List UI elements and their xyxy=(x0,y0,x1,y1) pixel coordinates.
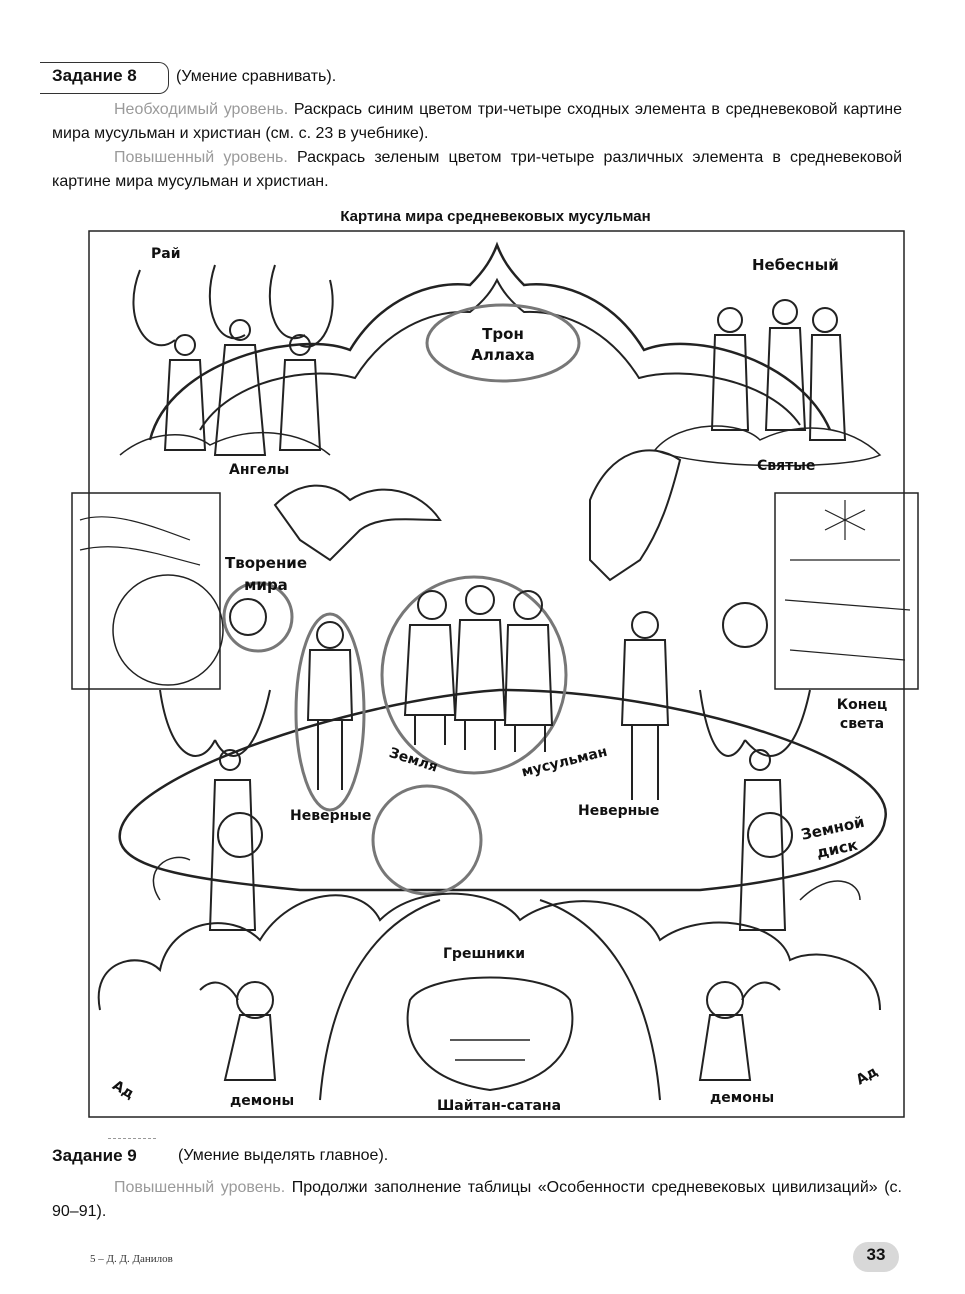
task8-advanced: Повышенный уровень. Раскрась зеленым цве… xyxy=(52,146,902,194)
demon-left xyxy=(199,981,277,1081)
muslim-figures xyxy=(380,575,568,775)
earth-disk xyxy=(118,688,887,892)
label-throne: Трон Аллаха xyxy=(463,324,543,366)
angels-group xyxy=(119,264,334,456)
page-number-badge xyxy=(853,1242,899,1272)
advanced-instruction: Раскрась зеленым цветом три-четыре разли… xyxy=(52,149,903,190)
label-shaitan: Шайтан-сатана xyxy=(437,1098,562,1114)
required-instruction: Раскрась синим цветом три-четыре сходных… xyxy=(52,101,903,142)
label-infidels-right: Неверные xyxy=(578,803,660,819)
task8-skill: (Умение сравнивать). xyxy=(176,68,337,85)
shaitan-figure xyxy=(319,899,661,1101)
creation-inset xyxy=(71,492,221,690)
saints-group xyxy=(653,299,882,467)
task9-level-label: Повышенный уровень. xyxy=(114,1179,286,1196)
label-saints: Святые xyxy=(757,458,816,474)
task8-heading-box xyxy=(40,62,169,94)
end-of-world-inset xyxy=(774,492,919,690)
label-throne-line1: Трон xyxy=(482,325,524,343)
label-creation-line1: Творение xyxy=(225,554,307,572)
advanced-level-label: Повышенный уровень. xyxy=(114,149,288,166)
required-level-label: Необходимый уровень. xyxy=(114,101,289,118)
task9-skill: (Умение выделять главное). xyxy=(178,1147,389,1164)
crescent-circle xyxy=(222,581,294,653)
label-heavenly: Небесный xyxy=(752,256,839,274)
label-throne-line2: Аллаха xyxy=(471,346,535,364)
footer-author: 5 – Д. Д. Данилов xyxy=(90,1253,173,1265)
label-creation-line2: мира xyxy=(244,576,288,594)
label-infidels-left: Неверные xyxy=(290,808,372,824)
throne-oval xyxy=(425,303,581,383)
label-demons-right: демоны xyxy=(710,1090,775,1106)
infidel-right-figure xyxy=(620,611,670,800)
figure-frame xyxy=(88,230,905,1118)
label-sinners: Грешники xyxy=(443,946,526,962)
task9-advanced: Повышенный уровень. Продолжи заполнение … xyxy=(52,1176,902,1224)
task9-heading: Задание 9 xyxy=(52,1146,137,1165)
task9-instruction: Продолжи заполнение таблицы «Особенности… xyxy=(52,1179,902,1220)
label-end-line2: света xyxy=(839,716,885,732)
page-number: 33 xyxy=(866,1245,886,1264)
task8-heading: Задание 8 xyxy=(52,66,137,85)
label-creation: Творение мира xyxy=(220,552,312,596)
flying-angel-right xyxy=(589,449,682,582)
guard-angels xyxy=(159,689,811,931)
label-paradise: Рай xyxy=(151,246,181,262)
hell-clouds xyxy=(97,892,881,1011)
infidel-left-figure xyxy=(294,612,366,812)
task9-heading-underline xyxy=(108,1138,156,1139)
figure-title: Картина мира средневековых мусульман xyxy=(340,208,651,225)
demon-right xyxy=(698,981,781,1081)
label-end-line1: Конец xyxy=(836,697,888,713)
task8-required: Необходимый уровень. Раскрась синим цвет… xyxy=(52,98,902,146)
label-end-of-world: Конец света xyxy=(832,696,892,734)
sinners-circle xyxy=(371,784,483,896)
label-demons-left: демоны xyxy=(230,1093,295,1109)
flying-angel-left xyxy=(273,484,442,562)
label-angels: Ангелы xyxy=(229,462,290,478)
